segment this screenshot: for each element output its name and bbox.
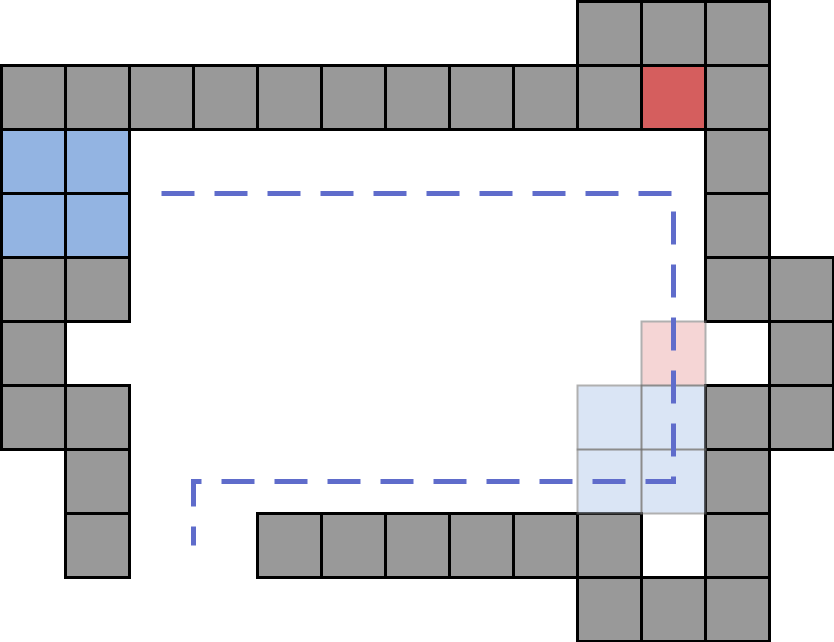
wall-cell [768, 320, 834, 387]
wall-cell [512, 512, 579, 579]
wall-cell [704, 448, 771, 515]
wall-cell [64, 384, 131, 451]
movement-path [161, 191, 676, 546]
wall-cell [256, 64, 323, 131]
wall-cell [192, 64, 259, 131]
blue-block-cell [64, 128, 131, 195]
wall-cell [576, 576, 643, 642]
wall-cell [128, 64, 195, 131]
blue-block-cell [0, 192, 67, 259]
ghost-layer [576, 320, 707, 515]
blue-ghost-cell [576, 448, 643, 515]
wall-cell [448, 64, 515, 131]
wall-cell [64, 512, 131, 579]
wall-cell [0, 64, 67, 131]
wall-cell [512, 64, 579, 131]
wall-cell [576, 64, 643, 131]
wall-cell [704, 512, 771, 579]
wall-cell [0, 256, 67, 323]
wall-cell [704, 128, 771, 195]
wall-cell [448, 512, 515, 579]
wall-cell [64, 256, 131, 323]
wall-cell [768, 384, 834, 451]
wall-cell [256, 512, 323, 579]
wall-cell [768, 256, 834, 323]
blue-ghost-cell [576, 384, 643, 451]
wall-cell [0, 384, 67, 451]
path-layer [161, 191, 676, 546]
wall-cell [704, 64, 771, 131]
wall-cell [320, 512, 387, 579]
wall-cell [384, 64, 451, 131]
wall-cell [64, 448, 131, 515]
wall-cell [704, 0, 771, 67]
wall-cell [704, 192, 771, 259]
wall-cell [704, 384, 771, 451]
highlight-layer [0, 64, 707, 259]
wall-cell [0, 320, 67, 387]
wall-cell [64, 64, 131, 131]
red-target-cell [640, 64, 707, 131]
wall-cell [320, 64, 387, 131]
wall-cell [576, 0, 643, 67]
wall-cell [704, 256, 771, 323]
wall-cell [640, 576, 707, 642]
wall-cell [384, 512, 451, 579]
wall-cell [640, 0, 707, 67]
blue-block-cell [0, 128, 67, 195]
blue-block-cell [64, 192, 131, 259]
wall-cell [704, 576, 771, 642]
wall-cell [576, 512, 643, 579]
